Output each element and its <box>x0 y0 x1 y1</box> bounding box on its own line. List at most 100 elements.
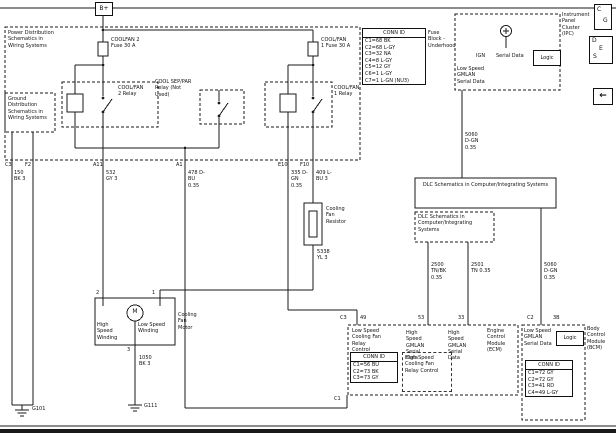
pin-a1: A1 <box>176 162 183 168</box>
conn-id-title: CONN ID <box>351 353 397 362</box>
ecm-pin-53: 53 <box>418 315 425 321</box>
conn-id-row: C3=73 GY <box>353 375 379 382</box>
bcm-title: Body Control Module (BCM) <box>587 326 606 351</box>
bcm-conn-id: CONN ID C1=72 GY C2=72 GY C3=41 RD C4=49… <box>525 360 573 398</box>
relay2-label: COOL/FAN 2 Relay <box>118 85 144 98</box>
ecm-pin-33: 33 <box>458 315 465 321</box>
fuse-block-conn-id: CONN ID C1=68 BK C2=68 L-GY C3=32 NA C4=… <box>362 28 426 86</box>
high-speed-control-wire <box>75 146 348 409</box>
ground-g101-label: G101 <box>32 406 46 412</box>
wire-5338-label: 5338 YL 3 <box>317 249 330 262</box>
cooling-fan-motor-label: Cooling Fan Motor <box>178 312 197 331</box>
motor-m-symbol: M <box>132 308 138 315</box>
conn-id-row: C3=41 RD <box>528 383 555 390</box>
motor-pin-3: 3 <box>127 347 131 353</box>
fuse1-label: COOL/FAN 1 Fuse 30 A <box>321 37 351 50</box>
conn-id-row: C6=1 L-GY <box>365 70 392 77</box>
low-speed-control-wire <box>288 309 358 325</box>
bcm-box <box>521 324 586 421</box>
dlc-schematics-dashed-label: DLC Schematics in Computer/Integrating S… <box>418 214 473 233</box>
bcm-pin-3b: 3B <box>553 315 560 321</box>
conn-id-row: C2=72 GY <box>528 376 554 383</box>
nav-letter-s: S <box>593 53 597 60</box>
cool-fan-2-relay-symbol <box>61 81 159 298</box>
connector-c3: C3 <box>5 162 12 168</box>
motor-pin-2: 2 <box>96 290 100 296</box>
nav-letter-d: D <box>592 37 597 44</box>
nav-letter-e: E <box>599 45 603 52</box>
ipc-title: Instrument Panel Cluster (IPC) <box>562 12 590 37</box>
pin-f10: F10 <box>300 162 310 168</box>
nav-letter-g: G <box>603 17 608 24</box>
motor-high-winding-label: High Speed Winding <box>97 322 118 341</box>
cooling-fan-motor-symbol <box>94 297 176 412</box>
pin-f2: F2 <box>25 162 32 168</box>
power-distribution-box <box>4 26 361 161</box>
bcm-logic-box: Logic <box>556 331 584 346</box>
ecm-pin-49: 49 <box>360 315 367 321</box>
conn-id-row: C1=72 GY <box>528 370 554 376</box>
wire-2501-label: 2501 TN 0.35 <box>471 262 491 275</box>
seppar-relay-label: COOL SEP/PAR Relay (Not Used) <box>155 79 192 98</box>
ecm-hs-gmlan-1-label: High Speed GMLAN Serial Data <box>406 330 425 361</box>
pin-e10: E10 <box>278 162 288 168</box>
conn-id-row: C1=68 BK <box>365 38 391 44</box>
nav-letter-c: C <box>597 6 602 13</box>
battery-feed-wires <box>74 14 319 94</box>
conn-id-row: C4=8 L-GY <box>365 57 392 64</box>
ecm-box <box>347 324 519 396</box>
ecm-connector-c1: C1 <box>334 396 341 402</box>
wire-5060-lower-label: 5060 D-GN 0.35 <box>544 262 558 281</box>
conn-id-row: C1=56 BU <box>353 362 379 368</box>
nav-des-icon[interactable]: D E S <box>589 36 613 64</box>
ipc-low-speed-gmlan-label: Low Speed GMLAN Serial Data <box>457 66 485 85</box>
relay1-label: COOL/FAN 1 Relay <box>334 85 360 98</box>
nav-back-arrow-icon[interactable]: ← <box>593 88 613 105</box>
wire-2500-label: 2500 TN/BK 0.35 <box>431 262 447 281</box>
pin-a11: A11 <box>93 162 103 168</box>
fuse2-label: COOLFAN 2 Fuse 30 A <box>111 37 140 50</box>
power-box-label: Power Distribution Schematics in Wiring … <box>8 30 54 49</box>
b-plus-tag: B+ <box>95 2 113 16</box>
bcm-low-speed-gmlan-label: Low Speed GMLAN Serial Data <box>524 328 552 347</box>
ecm-low-speed-control-label: Low Speed Cooling Fan Relay Control <box>352 328 381 353</box>
wire-409-label: 409 L-BU 3 <box>316 170 332 183</box>
wire-1050-label: 1050 BK 3 <box>139 355 152 368</box>
ground-g111-label: G111 <box>144 403 158 409</box>
wire-478-label: 478 D-BU 0.35 <box>188 170 205 189</box>
cooling-fan-resistor-symbol <box>159 202 323 298</box>
cool-sep-par-relay-symbol <box>199 89 245 148</box>
wire-5060-upper-label: 5060 D-GN 0.35 <box>465 132 479 151</box>
ipc-symbol <box>454 13 561 178</box>
motor-pin-1: 1 <box>152 290 156 296</box>
dlc-and-gmlan-wires <box>414 177 557 325</box>
wire-150-label: 150 BK 3 <box>14 170 26 183</box>
conn-id-title: CONN ID <box>363 29 425 38</box>
conn-id-title: CONN ID <box>526 361 572 370</box>
conn-id-row: C4=49 L-GY <box>528 389 559 396</box>
dlc-schematics-box-label: DLC Schematics in Computer/Integrating S… <box>422 182 549 188</box>
ecm-high-speed-control-label: High Speed Cooling Fan Relay Control <box>402 352 452 392</box>
ecm-conn-id: CONN ID C1=56 BU C2=73 BK C3=73 GY <box>350 352 398 383</box>
ipc-logic-box: Logic <box>533 50 561 66</box>
fuse-block-label: Fuse Block - Underhood <box>428 30 456 49</box>
motor-low-winding-label: Low Speed Winding <box>138 322 166 335</box>
ecm-hs-gmlan-2-label: High Speed GMLAN Serial Data <box>448 330 467 361</box>
ground-box-label: Ground Distribution Schematics in Wiring… <box>8 96 47 121</box>
cooling-fan-resistor-label: Cooling Fan Resistor <box>326 206 346 225</box>
ipc-ign-label: IGN <box>476 53 486 59</box>
ground-distribution-box <box>4 92 56 133</box>
nav-connector-icon[interactable]: C G <box>594 4 612 30</box>
conn-id-row: C7=1 L-GN (NU3) <box>365 77 410 84</box>
wire-532-label: 532 GY 3 <box>106 170 118 183</box>
bcm-connector-c2: C2 <box>527 315 534 321</box>
conn-id-row: C2=73 BK <box>353 368 379 375</box>
conn-id-row: C5=12 GY <box>365 64 391 71</box>
ecm-connector-c3: C3 <box>340 315 347 321</box>
wire-335-label: 335 D-GN 0.35 <box>291 170 308 189</box>
ipc-serial-data-label: Serial Data <box>496 53 524 59</box>
ecm-title: Engine Control Module (ECM) <box>487 328 506 353</box>
ground-wire-g101 <box>11 132 34 417</box>
